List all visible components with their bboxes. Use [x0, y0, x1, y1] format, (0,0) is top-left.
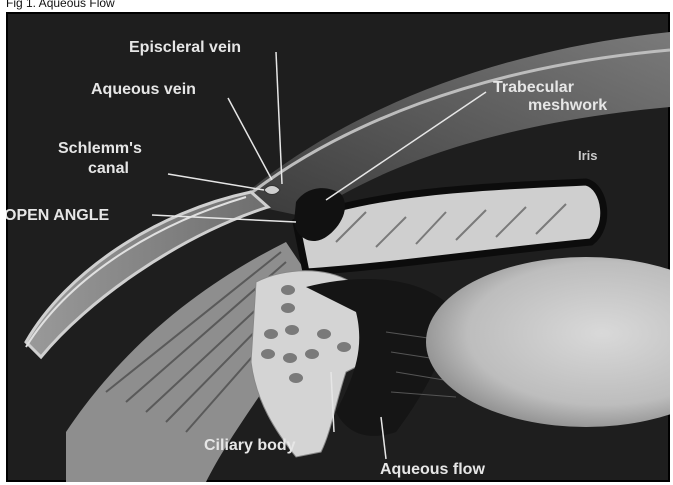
label-schlemm-line1: Schlemm's — [58, 140, 142, 157]
label-episcleral-vein: Episcleral vein — [129, 39, 241, 56]
label-iris: Iris — [578, 148, 598, 163]
eye-anatomy-illustration: Episcleral vein Aqueous vein Trabecular … — [6, 12, 670, 482]
label-ciliary-body: Ciliary body — [204, 437, 296, 454]
label-open-angle: OPEN ANGLE — [6, 207, 110, 224]
figure-caption: Fig 1. Aqueous Flow — [6, 0, 115, 10]
label-schlemm-line2: canal — [88, 160, 129, 177]
label-aqueous-vein: Aqueous vein — [91, 81, 196, 98]
schlemm-canal-dot — [264, 186, 280, 195]
label-aqueous-flow: Aqueous flow — [380, 461, 485, 478]
label-trabecular-line2: meshwork — [528, 97, 607, 114]
label-trabecular-line1: Trabecular — [493, 79, 574, 96]
